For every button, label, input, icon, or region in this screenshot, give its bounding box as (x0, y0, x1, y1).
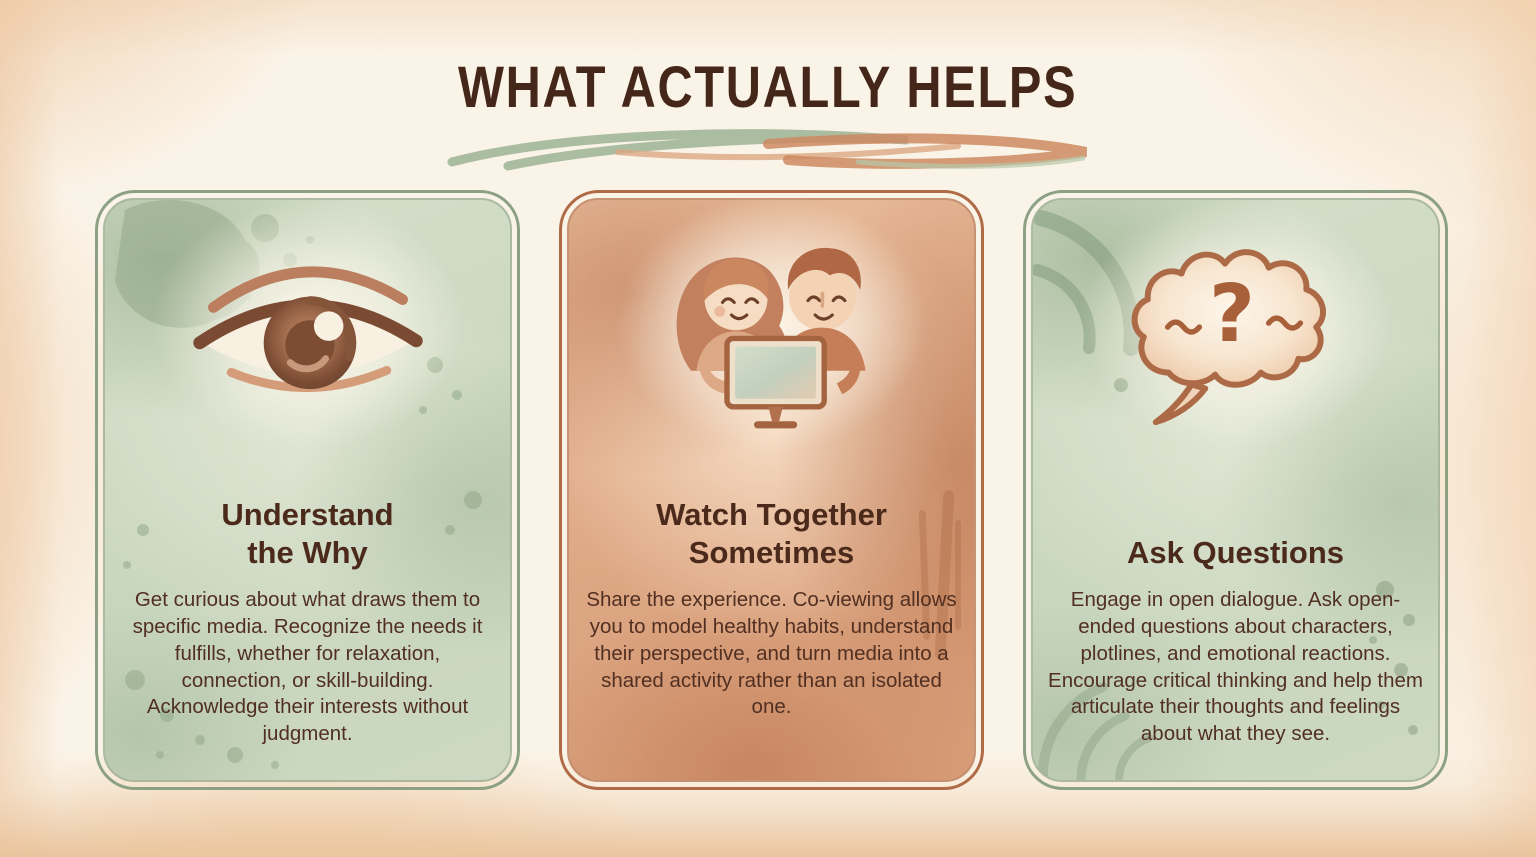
question-bubble-icon: ? (1131, 249, 1326, 426)
card-heading: Watch Together Sometimes (656, 496, 887, 570)
card-heading: Ask Questions (1126, 534, 1345, 570)
eye-icon (192, 266, 423, 393)
card-icon-area: ? (1023, 190, 1448, 458)
card-icon-area (559, 190, 984, 458)
svg-text:?: ? (1209, 267, 1255, 360)
card-body: Get curious about what draws them to spe… (132, 588, 483, 746)
header: WHAT ACTUALLY HELPS (0, 54, 1536, 121)
page-title: WHAT ACTUALLY HELPS (458, 55, 1078, 120)
card-heading: Understand the Why (221, 496, 394, 570)
card-body: Engage in open dialogue. Ask open-ended … (1048, 588, 1423, 746)
brush-stroke-underline (447, 129, 1088, 171)
co-viewing-icon (676, 247, 866, 429)
card-understand-the-why: Understand the Why Get curious about wha… (95, 190, 520, 790)
cards-row: Understand the Why Get curious about wha… (95, 190, 1448, 790)
card-ask-questions: ? Ask Questions Engage in open dialogue.… (1023, 190, 1448, 790)
card-body: Share the experience. Co-viewing allows … (586, 588, 957, 719)
card-icon-area (95, 190, 520, 458)
card-watch-together-sometimes: Watch Together Sometimes Share the exper… (559, 190, 984, 790)
